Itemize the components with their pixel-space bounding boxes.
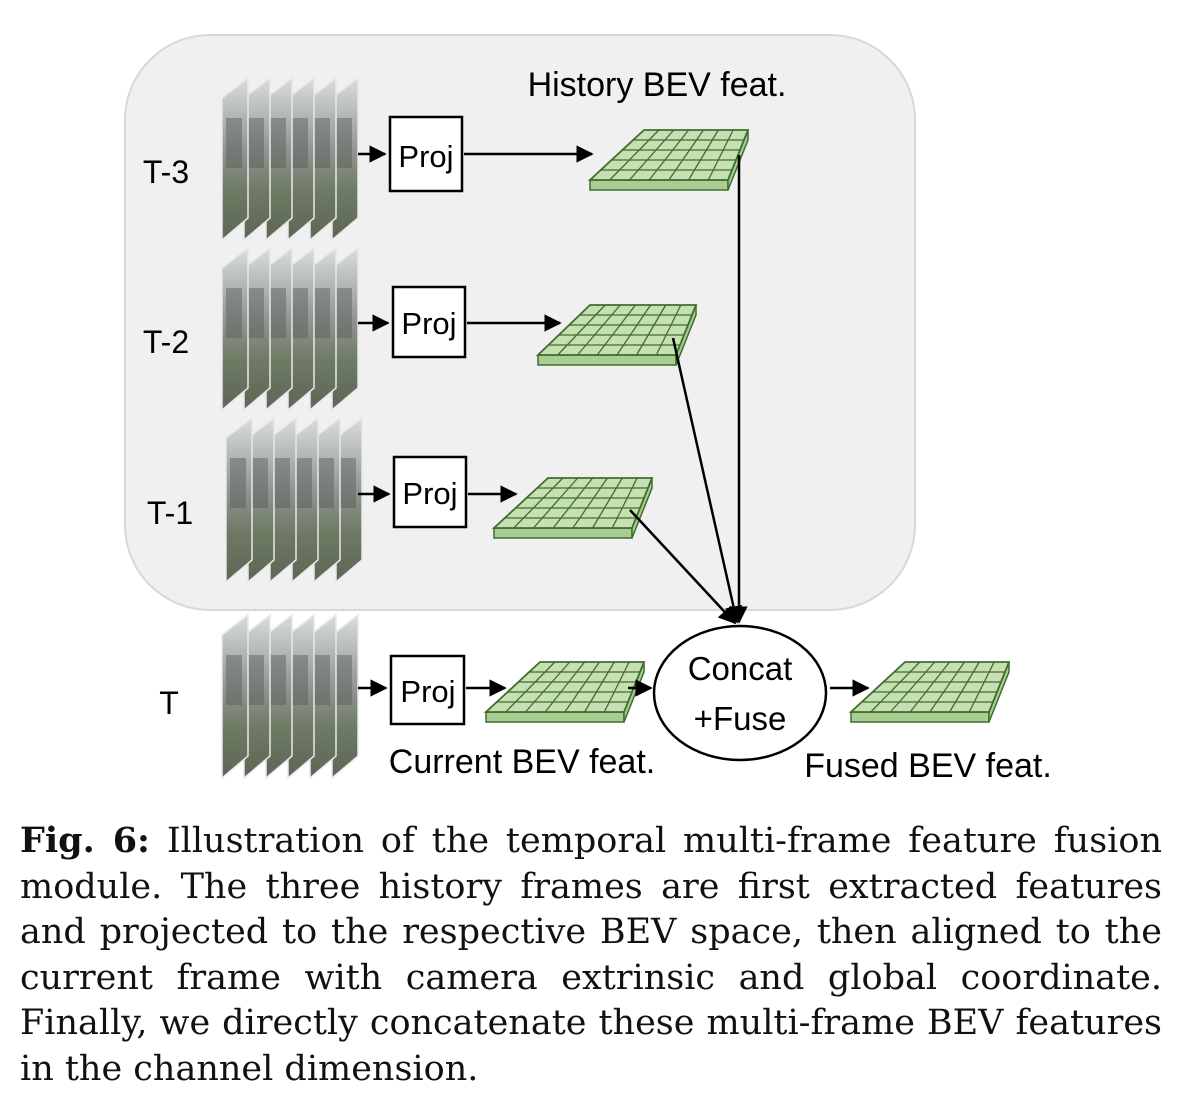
bev-grid-line: [611, 477, 638, 529]
bev-grid-line: [909, 661, 951, 713]
bev-grid-line: [524, 661, 571, 713]
bev-grid-line: [636, 304, 667, 356]
current-bev-label: Current BEV feat.: [389, 743, 655, 781]
bev-grid-line: [688, 129, 719, 181]
bev-grid-line: [870, 661, 921, 713]
image-stack-t3: [221, 76, 359, 242]
proj-label-t: Proj: [400, 674, 455, 709]
fusion-diagram: History BEV feat. T-3 T-2 T-1 T Proj Pro…: [124, 34, 1052, 785]
concat-fuse-node: [652, 624, 828, 762]
bev-grid-line: [532, 477, 579, 529]
fuse-label: +Fuse: [694, 700, 787, 737]
bev-grid-line: [552, 477, 594, 529]
image-detail: [314, 655, 330, 705]
image-stack-t2: [221, 246, 359, 412]
frame-label-t: T: [159, 685, 179, 721]
image-detail: [248, 288, 264, 338]
image-detail: [270, 118, 286, 168]
bev-grid-front: [485, 711, 625, 723]
bev-grid-front: [589, 179, 729, 191]
bev-grid-t3: [587, 129, 750, 191]
bev-grid-line: [628, 129, 675, 181]
bev-grid-front: [537, 354, 677, 366]
image-slice: [221, 246, 249, 412]
proj-box-t3: [388, 115, 464, 193]
bev-grid-line: [584, 661, 615, 713]
bev-grid-line: [505, 661, 556, 713]
image-detail: [318, 458, 334, 508]
image-slice: [225, 416, 253, 584]
bev-grid-line: [603, 661, 630, 713]
image-slice: [221, 76, 249, 242]
image-detail: [270, 655, 286, 705]
image-detail: [270, 288, 286, 338]
bev-grid-fused: [848, 661, 1011, 723]
proj-box-t1: [392, 455, 468, 529]
image-detail: [248, 118, 264, 168]
image-detail: [226, 118, 242, 168]
caption-prefix: Fig. 6:: [20, 820, 150, 861]
caption-text: Illustration of the temporal multi-frame…: [20, 821, 1162, 1089]
bev-grid-line: [564, 661, 600, 713]
bev-grid-line: [513, 477, 564, 529]
history-bev-label: History BEV feat.: [528, 66, 787, 104]
bev-grid-line: [968, 661, 995, 713]
bev-grid-front: [493, 527, 633, 539]
bev-grid-line: [929, 661, 965, 713]
bev-grid-line: [544, 661, 586, 713]
bev-grid-line: [596, 304, 636, 356]
proj-label-t2: Proj: [401, 306, 456, 341]
frame-label-t2: T-2: [143, 324, 189, 360]
bev-grid-t2: [535, 304, 698, 366]
figure-caption: Fig. 6: Illustration of the temporal mul…: [20, 818, 1162, 1092]
bev-grid-current: [483, 661, 646, 723]
image-stack-t: [221, 613, 359, 780]
image-detail: [226, 655, 242, 705]
bev-grid-front: [850, 711, 990, 723]
concat-label: Concat: [688, 650, 793, 687]
arrow-bev-t1-to-fuse: [629, 509, 737, 625]
bev-grid-line: [889, 661, 936, 713]
image-slice: [221, 613, 249, 780]
frame-label-t3: T-3: [143, 154, 189, 190]
bev-grid-line: [572, 477, 608, 529]
image-detail: [292, 288, 308, 338]
bev-grid-line: [576, 304, 621, 356]
image-detail: [314, 118, 330, 168]
proj-box-t2: [391, 285, 467, 359]
proj-label-t3: Proj: [398, 139, 453, 174]
image-detail: [336, 118, 352, 168]
image-detail: [336, 288, 352, 338]
image-detail: [252, 458, 268, 508]
bev-grid-line: [655, 304, 682, 356]
bev-grid-line: [949, 661, 980, 713]
arrow-bev-t2-to-fuse: [671, 337, 743, 624]
image-detail: [340, 458, 356, 508]
bev-grid-line: [609, 129, 660, 181]
image-detail: [336, 655, 352, 705]
image-stack-t1: [225, 416, 363, 584]
bev-grid-line: [668, 129, 704, 181]
image-detail: [274, 458, 290, 508]
image-detail: [292, 118, 308, 168]
bev-grid-line: [648, 129, 690, 181]
image-detail: [314, 288, 330, 338]
bev-grid-line: [592, 477, 623, 529]
image-detail: [296, 458, 312, 508]
image-detail: [292, 655, 308, 705]
image-detail: [230, 458, 246, 508]
proj-box-t: [389, 654, 466, 726]
bev-grid-t1: [491, 477, 654, 539]
proj-label-t1: Proj: [402, 476, 457, 511]
frame-label-t1: T-1: [147, 495, 193, 531]
bev-grid-line: [616, 304, 652, 356]
bev-grid-line: [557, 304, 606, 356]
fused-bev-label: Fused BEV feat.: [804, 747, 1052, 785]
image-detail: [226, 288, 242, 338]
bev-grid-line: [707, 129, 734, 181]
image-detail: [248, 655, 264, 705]
